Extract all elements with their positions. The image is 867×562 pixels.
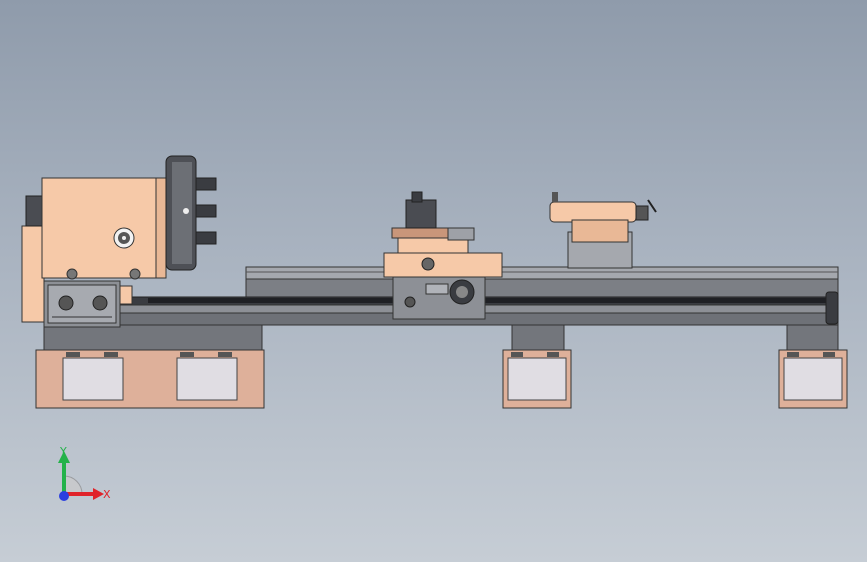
x-axis-arrow — [93, 488, 104, 500]
left-base-pedestal[interactable] — [35, 349, 265, 409]
gearbox[interactable] — [43, 280, 133, 328]
y-axis-arrow — [58, 451, 70, 463]
z-axis-dot — [59, 491, 69, 501]
chuck[interactable] — [165, 155, 217, 271]
right-base-pedestal[interactable] — [778, 349, 848, 409]
y-axis-label: Y — [59, 445, 67, 458]
axis-triad: Y X — [58, 445, 111, 501]
apron[interactable] — [392, 276, 486, 320]
carriage[interactable] — [383, 191, 503, 278]
x-axis-label: X — [103, 488, 111, 501]
triad-arc — [63, 475, 83, 495]
leadscrew-end-bearing — [825, 291, 839, 325]
middle-base-pedestal[interactable] — [502, 349, 572, 409]
headstock[interactable] — [21, 177, 167, 323]
tailstock[interactable] — [549, 192, 657, 269]
